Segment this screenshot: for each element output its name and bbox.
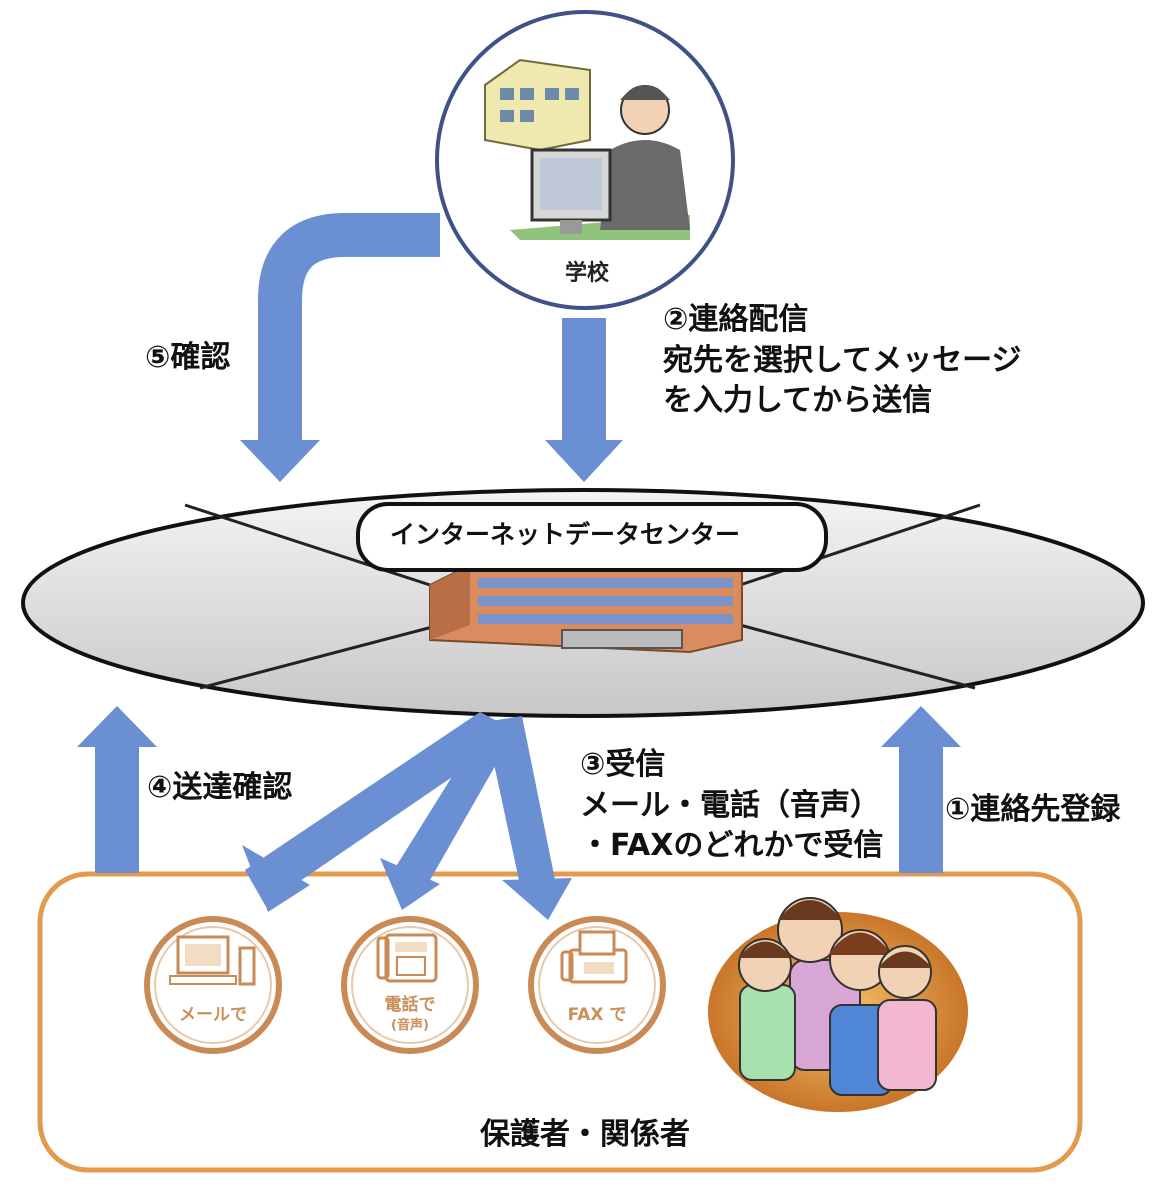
step3-line-1: メール・電話（音声） [580,787,880,823]
arrow-step4-delivery [77,706,157,873]
channel-telephone-sub: (音声) [391,1018,429,1033]
step2-line-2: を入力してから送信 [663,383,933,418]
channel-telephone [341,916,479,1054]
arrow-step2-send [545,318,623,482]
step4-title: ④送達確認 [147,770,293,805]
step5-label: ⑤確認 [145,338,230,379]
arrow-step1-register [881,706,961,873]
step3-title: ③受信 [580,747,666,782]
step2-line-1: 宛先を選択してメッセージ [663,342,1022,378]
channel-telephone-label: 電話で [384,995,436,1015]
school-illustration-icon [484,58,690,240]
family-illustration-icon [708,897,968,1112]
channel-fax [528,916,666,1054]
fax-machine-icon [560,930,628,984]
arrow-step3-receive [242,712,572,920]
channel-email-label: メールで [179,1005,247,1025]
step1-label: ①連絡先登録 [945,790,1120,831]
datacenter-building-icon [429,563,743,654]
school-label: 学校 [565,261,610,286]
arrow-step5-confirm [240,213,440,482]
guardians-label: 保護者・関係者 [480,1117,690,1152]
step2-label: ②連絡配信 宛先を選択してメッセージ を入力してから送信 [663,300,1022,422]
step4-label: ④送達確認 [147,768,292,809]
telephone-icon [376,933,438,983]
computer-icon [169,935,256,986]
step2-title: ②連絡配信 [663,302,809,337]
step1-title: ①連絡先登録 [945,792,1121,827]
channel-email [144,916,282,1054]
step5-title: ⑤確認 [145,340,231,375]
step3-line-2: ・FAXのどれかで受信 [580,828,884,863]
datacenter-label: インターネットデータセンター [390,520,741,549]
channel-fax-label: FAX で [567,1005,627,1025]
datacenter-label-box [356,502,828,572]
step3-label: ③受信 メール・電話（音声） ・FAXのどれかで受信 [580,745,883,867]
